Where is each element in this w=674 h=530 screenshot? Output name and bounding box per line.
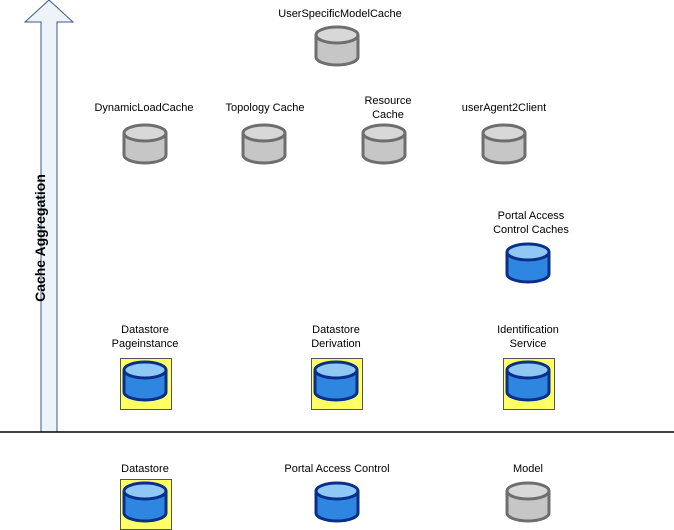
useragent2client-label: userAgent2Client [461,102,547,114]
datastore-pageinstance-icon [122,360,168,402]
datastore-source-label: Datastore [121,463,169,475]
portal-access-control-caches-icon [505,242,551,284]
user-specific-model-cache-label: UserSpecificModelCache [278,8,402,20]
identification-service-label-line1: Identification [497,324,559,336]
dynamic-load-cache-icon [122,123,168,165]
aggregation-arrow [23,0,75,433]
axis-title: Cache Aggregation [32,174,48,302]
topology-cache-icon [241,123,287,165]
datastore-derivation-icon [313,360,359,402]
resource-cache-icon [361,123,407,165]
topology-cache-label: Topology Cache [225,102,305,114]
portal-access-control-caches-label-line1: Portal Access [497,210,565,222]
model-source-label: Model [513,463,543,475]
resource-cache-label-line1: Resource [364,95,412,107]
useragent2client-cache-icon [481,123,527,165]
identification-service-icon [505,360,551,402]
portal-access-control-caches-label-line2: Control Caches [493,224,569,236]
datastore-derivation-label-line2: Derivation [311,338,361,350]
datastore-pageinstance-label-line2: Pageinstance [111,338,179,350]
resource-cache-label-line2: Cache [372,109,404,121]
datastore-pageinstance-label-line1: Datastore [121,324,169,336]
portal-access-control-source-label: Portal Access Control [284,463,390,475]
datastore-derivation-label-line1: Datastore [312,324,360,336]
dynamic-load-cache-label: DynamicLoadCache [94,102,194,114]
portal-access-control-source-icon [314,481,360,523]
user-specific-model-cache-icon [314,25,360,67]
model-source-icon [505,481,551,523]
datastore-source-icon [122,481,168,523]
identification-service-label-line2: Service [509,338,547,350]
